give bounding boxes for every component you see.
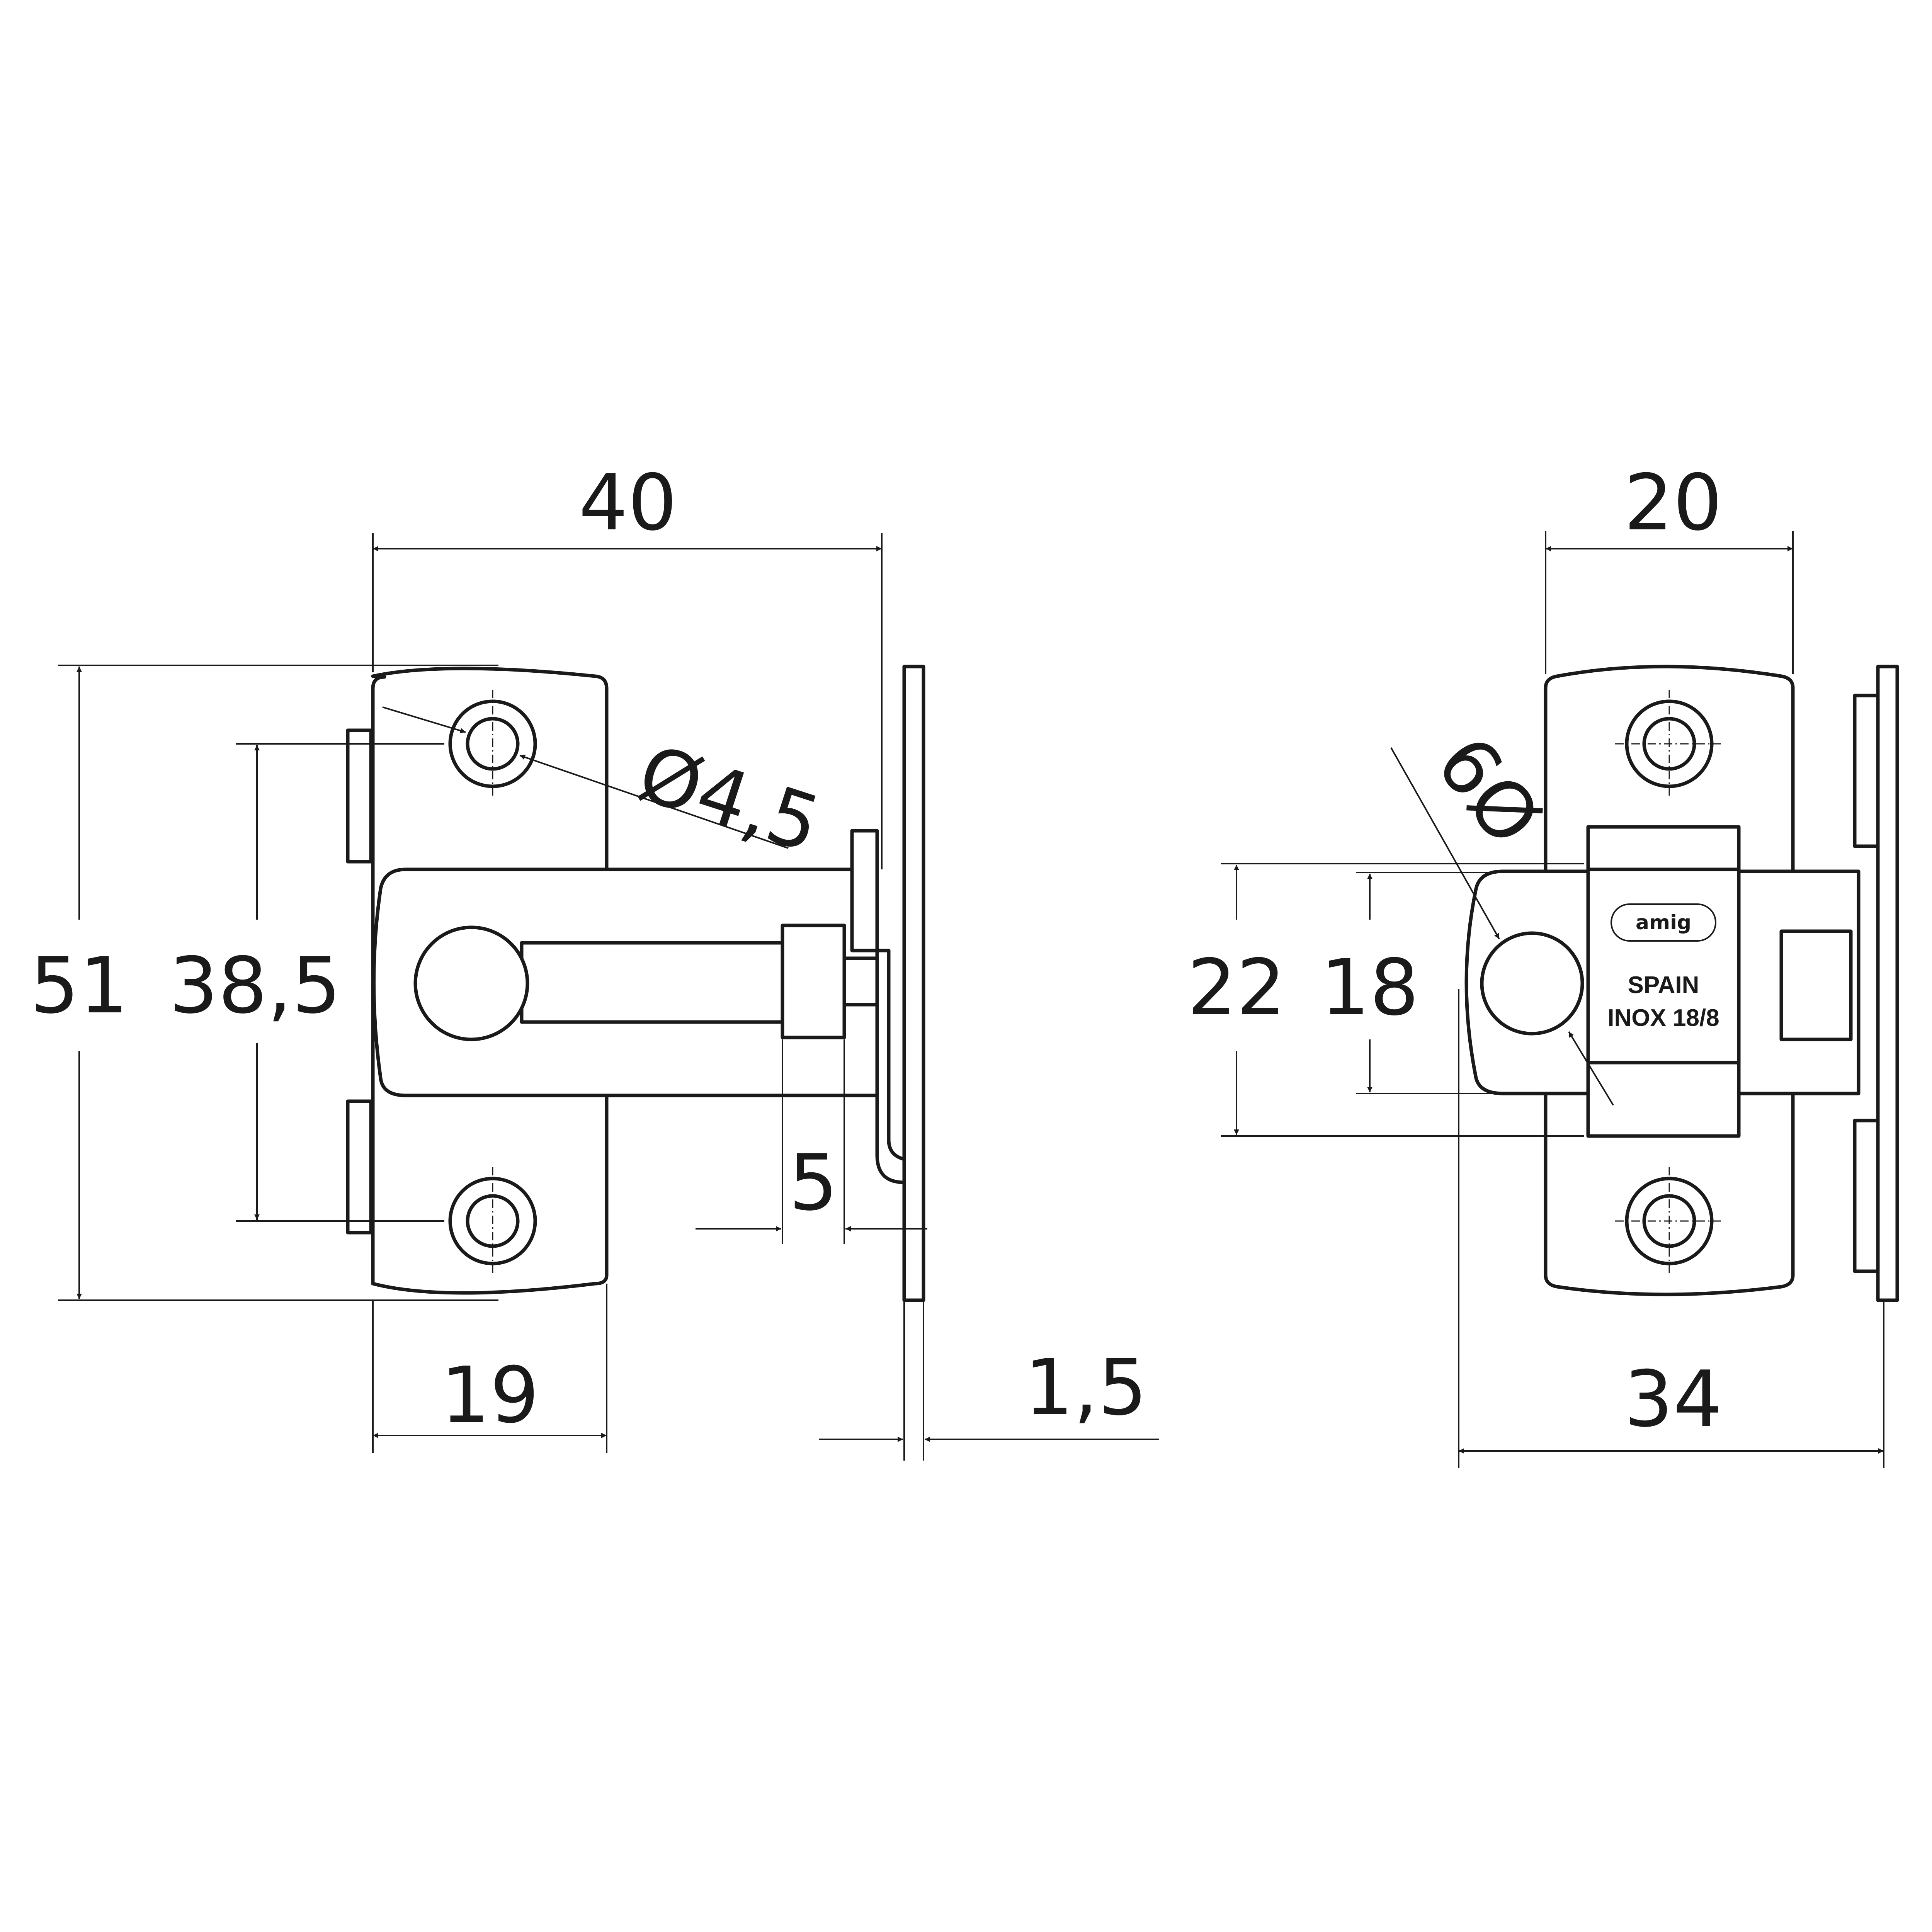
housing-inner [1586,867,1741,1065]
dim-38-5: 38,5 [169,941,341,1031]
side-keeper-plate [1876,665,1899,1302]
keeper-plate [902,665,925,1302]
dim-20: 20 [1624,458,1723,548]
upper-tab [346,728,373,864]
dim-34: 34 [1624,1354,1723,1444]
side-lower-hole [1615,1167,1723,1275]
brand-logo-text: amig [1636,911,1691,934]
origin-stamp: SPAIN [1628,972,1699,998]
bolt-knob [413,925,529,1041]
side-upper-tab [1853,694,1880,848]
side-view: amig SPAIN INOX 18/8 [1464,665,1899,1302]
side-end-slot [1779,929,1853,1041]
upper-hole [448,690,537,798]
dim-22: 22 [1187,943,1286,1033]
keeper-flange [850,829,879,952]
dim-18: 18 [1321,943,1419,1033]
lower-tab [346,1099,373,1235]
dim-hole-diameter: Ø4,5 [628,728,830,871]
dim-51: 51 [30,941,129,1031]
bolt-slot [520,941,794,1024]
keeper-arm [875,949,906,1184]
dim-5: 5 [789,1138,838,1228]
side-lower-tab [1853,1119,1880,1273]
lower-hole [448,1167,537,1275]
side-upper-hole [1615,690,1723,798]
brand-logo: amig [1611,903,1716,942]
bolt-tip [781,923,846,1039]
dim-1-5: 1,5 [1024,1343,1147,1433]
front-view [346,665,925,1302]
side-knob [1480,931,1584,1036]
material-stamp: INOX 18/8 [1607,1005,1719,1031]
dim-40: 40 [579,458,677,548]
bolt-pin [842,956,881,1007]
dim-19: 19 [441,1350,539,1440]
